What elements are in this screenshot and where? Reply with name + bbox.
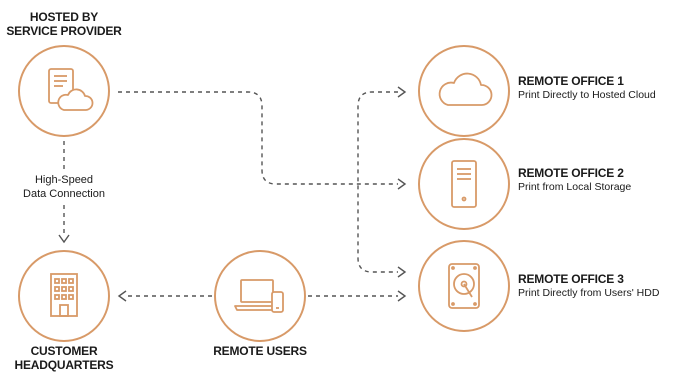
- connection-line2: Data Connection: [23, 188, 105, 200]
- connection-label: High-Speed Data Connection: [4, 173, 124, 201]
- connector-trunk-offices: [357, 91, 398, 273]
- building-icon: [50, 273, 78, 317]
- arrowhead-office3a: [397, 266, 407, 278]
- office2-text: REMOTE OFFICE 2 Print from Local Storage: [518, 166, 676, 194]
- headquarters-line2: HEADQUARTERS: [14, 358, 114, 372]
- office2-desc: Print from Local Storage: [518, 181, 632, 193]
- arrowhead-office2: [397, 178, 407, 190]
- office1-desc: Print Directly to Hosted Cloud: [518, 89, 656, 101]
- office2-node: [418, 138, 510, 230]
- office3-text: REMOTE OFFICE 3 Print Directly from User…: [518, 272, 678, 300]
- hosted-title-line2: SERVICE PROVIDER: [6, 24, 122, 38]
- arrowhead-hq-left: [117, 290, 127, 302]
- office3-node: [418, 240, 510, 332]
- office3-title: REMOTE OFFICE 3: [518, 272, 624, 286]
- headquarters-title: CUSTOMER HEADQUARTERS: [0, 344, 128, 372]
- arrowhead-office1: [397, 86, 407, 98]
- hosted-node: [18, 45, 110, 137]
- headquarters-line1: CUSTOMER: [30, 344, 98, 358]
- office1-text: REMOTE OFFICE 1 Print Directly to Hosted…: [518, 74, 676, 102]
- remote-users-title: REMOTE USERS: [213, 344, 307, 358]
- office1-node: [418, 45, 510, 137]
- document-cloud-icon: [48, 68, 94, 111]
- hosted-title: HOSTED BY SERVICE PROVIDER: [0, 10, 128, 38]
- office3-desc: Print Directly from Users' HDD: [518, 287, 660, 299]
- headquarters-node: [18, 250, 110, 342]
- office2-title: REMOTE OFFICE 2: [518, 166, 624, 180]
- connector-hosted-to-office2: [118, 91, 398, 185]
- arrowhead-office3b: [397, 290, 407, 302]
- remote-users-node: [214, 250, 306, 342]
- connection-line1: High-Speed: [34, 174, 94, 186]
- office1-title: REMOTE OFFICE 1: [518, 74, 624, 88]
- laptop-phone-icon: [234, 279, 284, 313]
- cloud-icon: [438, 72, 493, 106]
- hard-drive-icon: [448, 263, 480, 309]
- server-tower-icon: [451, 160, 477, 208]
- hosted-title-line1: HOSTED BY: [29, 10, 99, 24]
- arrowhead-hq-down: [58, 234, 70, 244]
